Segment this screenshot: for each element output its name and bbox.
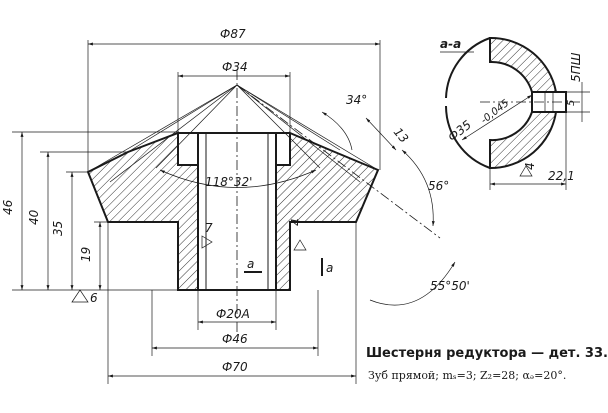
dim-d46-label: Ф46 bbox=[222, 332, 248, 346]
section-bore-label: Ф35 bbox=[445, 118, 474, 145]
roughness-symbol-6 bbox=[71, 289, 89, 303]
roughness-symbol-4 bbox=[293, 239, 307, 251]
caption-subtitle: Зуб прямой; mₛ=3; Z₂=28; αₔ=20°. bbox=[368, 369, 567, 382]
angle-56-label: 56° bbox=[428, 179, 449, 193]
section-a-a: a-a Ф35 -0,045 5ПШ 5 4 22,1 bbox=[440, 36, 590, 190]
dim-13-label: 13 bbox=[391, 125, 412, 146]
section-ring bbox=[489, 36, 558, 93]
dim-d34-label: Ф34 bbox=[222, 60, 248, 74]
dim-d20a-label: Ф20A bbox=[216, 307, 250, 321]
cut-a-left-label: a bbox=[247, 257, 254, 271]
dim-h35-label: 35 bbox=[51, 221, 65, 236]
dim-d87-label: Ф87 bbox=[220, 27, 246, 41]
roughness-4-label: 4 bbox=[289, 218, 303, 226]
section-key-width-label: 5ПШ bbox=[569, 52, 583, 82]
dim-h46-label: 46 bbox=[1, 199, 15, 215]
keyway bbox=[531, 91, 567, 113]
section-ring-lower bbox=[489, 111, 558, 170]
section-title: a-a bbox=[440, 37, 461, 51]
section-depth-label: 22,1 bbox=[548, 169, 575, 183]
roughness-6-label: 6 bbox=[90, 291, 98, 305]
angle-34-label: 34° bbox=[346, 93, 367, 107]
dim-h40-label: 40 bbox=[27, 209, 41, 225]
section-key-small-label: 5 bbox=[566, 100, 577, 106]
angle-5550-label: 55°50' bbox=[430, 279, 470, 293]
section-roughness-symbol bbox=[519, 165, 533, 177]
roughness-symbol-7 bbox=[201, 235, 213, 249]
roughness-7-label: 7 bbox=[205, 221, 213, 235]
dim-d70-label: Ф70 bbox=[222, 360, 248, 374]
section-roughness-label: 4 bbox=[523, 162, 537, 170]
caption-title: Шестерня редуктора — дет. 33. bbox=[366, 346, 608, 361]
angle-118-label: 118°32' bbox=[205, 175, 252, 189]
cut-a-right-label: a bbox=[326, 261, 333, 275]
main-view: 118°32' 34° 13 56° 55°50' Ф87 Ф34 46 40 bbox=[1, 27, 470, 384]
dim-h19-label: 19 bbox=[79, 247, 93, 262]
